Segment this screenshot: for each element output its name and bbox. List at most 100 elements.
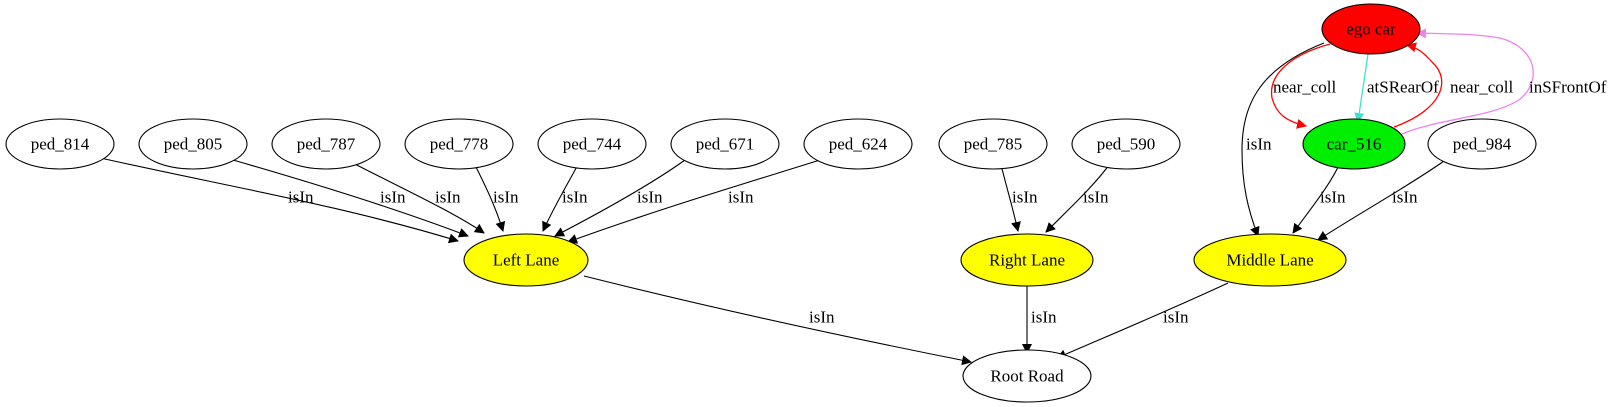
edge-left-lane-root-road: isIn <box>583 275 972 366</box>
node-label: ped_787 <box>297 135 356 154</box>
edge-label: isIn <box>637 188 663 207</box>
node-shape <box>670 118 780 170</box>
node-label: ego car <box>1346 20 1396 39</box>
node-shape <box>803 118 913 170</box>
edge-ped-805-left-lane: isIn <box>232 159 469 238</box>
node-shape <box>5 118 115 170</box>
edge-label: isIn <box>728 188 754 207</box>
edge-line <box>95 156 459 244</box>
edge-label: inSFrontOf <box>1529 78 1607 97</box>
edge-label: isIn <box>1320 188 1346 207</box>
node-label: ped_984 <box>1453 135 1512 154</box>
edge-line <box>1292 162 1341 234</box>
node-label: Right Lane <box>989 251 1065 270</box>
node-ped-744[interactable]: ped_744 <box>537 118 647 170</box>
node-root-road[interactable]: Root Road <box>962 349 1092 403</box>
node-label: ped_785 <box>964 135 1023 154</box>
edge-ped-744-left-lane: isIn <box>542 160 588 232</box>
node-shape <box>962 349 1092 403</box>
edge-label: near_coll <box>1273 78 1337 97</box>
edge-line <box>1045 160 1113 233</box>
node-shape <box>938 118 1048 170</box>
edge-ped-984-middle-lane: isIn <box>1317 160 1445 241</box>
edge-ego-car-car-516-near-coll: near_coll <box>1270 43 1337 129</box>
node-ped-787[interactable]: ped_787 <box>271 118 381 170</box>
edge-label: isIn <box>1083 188 1109 207</box>
node-label: ped_671 <box>696 135 755 154</box>
edge-line <box>583 275 972 366</box>
nodes-layer: ego car car_516 ped_814 ped_805 ped_787 … <box>5 3 1537 403</box>
node-ped-671[interactable]: ped_671 <box>670 118 780 170</box>
node-car-516[interactable]: car_516 <box>1302 118 1406 170</box>
edge-line <box>1056 282 1229 360</box>
node-shape <box>404 118 514 170</box>
edge-label: isIn <box>809 308 835 327</box>
edge-ped-814-left-lane: isIn <box>95 156 459 244</box>
edge-label: isIn <box>1246 135 1272 154</box>
edge-label: isIn <box>562 188 588 207</box>
node-shape <box>960 233 1094 287</box>
edge-line <box>1317 160 1445 241</box>
edge-ped-590-right-lane: isIn <box>1045 160 1113 233</box>
edge-ego-car-car-516-at-s-rear-of: atSRearOf <box>1354 53 1439 123</box>
node-ego-car[interactable]: ego car <box>1321 3 1421 55</box>
edge-label: isIn <box>380 188 406 207</box>
node-shape <box>463 233 589 287</box>
node-shape <box>1302 118 1406 170</box>
edge-line <box>232 159 469 238</box>
node-ped-984[interactable]: ped_984 <box>1427 118 1537 170</box>
edge-line <box>1393 42 1443 128</box>
edge-label: isIn <box>435 188 461 207</box>
edge-car-516-ego-car-in-s-front-of: inSFrontOf <box>1401 28 1607 135</box>
edge-car-516-middle-lane: isIn <box>1292 162 1346 234</box>
edge-line <box>1354 53 1369 123</box>
edge-ego-car-middle-lane: isIn <box>1241 42 1325 237</box>
edge-label: atSRearOf <box>1367 78 1439 97</box>
edge-line <box>1270 43 1331 129</box>
node-ped-624[interactable]: ped_624 <box>803 118 913 170</box>
edge-label: isIn <box>288 188 314 207</box>
node-shape <box>1427 118 1537 170</box>
node-shape <box>138 118 248 170</box>
edge-car-516-ego-car-near-coll: near_coll <box>1393 42 1514 128</box>
node-shape <box>1071 118 1181 170</box>
edge-middle-lane-root-road: isIn <box>1056 282 1229 360</box>
edge-label: isIn <box>1392 188 1418 207</box>
edge-line <box>567 159 821 244</box>
node-label: ped_744 <box>563 135 622 154</box>
edge-ped-624-left-lane: isIn <box>567 159 821 244</box>
node-ped-805[interactable]: ped_805 <box>138 118 248 170</box>
node-label: ped_590 <box>1097 135 1156 154</box>
node-label: Left Lane <box>493 251 560 270</box>
node-middle-lane[interactable]: Middle Lane <box>1193 233 1347 287</box>
edge-ped-778-left-lane: isIn <box>472 160 519 232</box>
node-label: ped_805 <box>164 135 223 154</box>
node-right-lane[interactable]: Right Lane <box>960 233 1094 287</box>
node-ped-814[interactable]: ped_814 <box>5 118 115 170</box>
edge-label: isIn <box>493 188 519 207</box>
edge-ped-671-left-lane: isIn <box>554 159 686 237</box>
edge-label: near_coll <box>1450 78 1514 97</box>
node-label: ped_624 <box>829 135 888 154</box>
edge-ped-785-right-lane: isIn <box>999 160 1038 232</box>
node-left-lane[interactable]: Left Lane <box>463 233 589 287</box>
node-shape <box>1193 233 1347 287</box>
node-label: ped_814 <box>31 135 90 154</box>
node-shape <box>271 118 381 170</box>
node-ped-778[interactable]: ped_778 <box>404 118 514 170</box>
node-label: Root Road <box>990 367 1064 386</box>
node-shape <box>1321 3 1421 55</box>
node-ped-590[interactable]: ped_590 <box>1071 118 1181 170</box>
edge-ped-787-left-lane: isIn <box>346 159 485 234</box>
edge-right-lane-root-road: isIn <box>1022 281 1057 354</box>
node-label: ped_778 <box>430 135 489 154</box>
edge-label: isIn <box>1031 308 1057 327</box>
node-shape <box>537 118 647 170</box>
node-label: car_516 <box>1327 135 1382 154</box>
node-ped-785[interactable]: ped_785 <box>938 118 1048 170</box>
edge-line <box>1241 42 1325 237</box>
edge-label: isIn <box>1163 308 1189 327</box>
edge-line <box>1401 28 1534 135</box>
edges-layer: isIn isIn isIn isIn isIn isIn isIn <box>95 28 1607 366</box>
